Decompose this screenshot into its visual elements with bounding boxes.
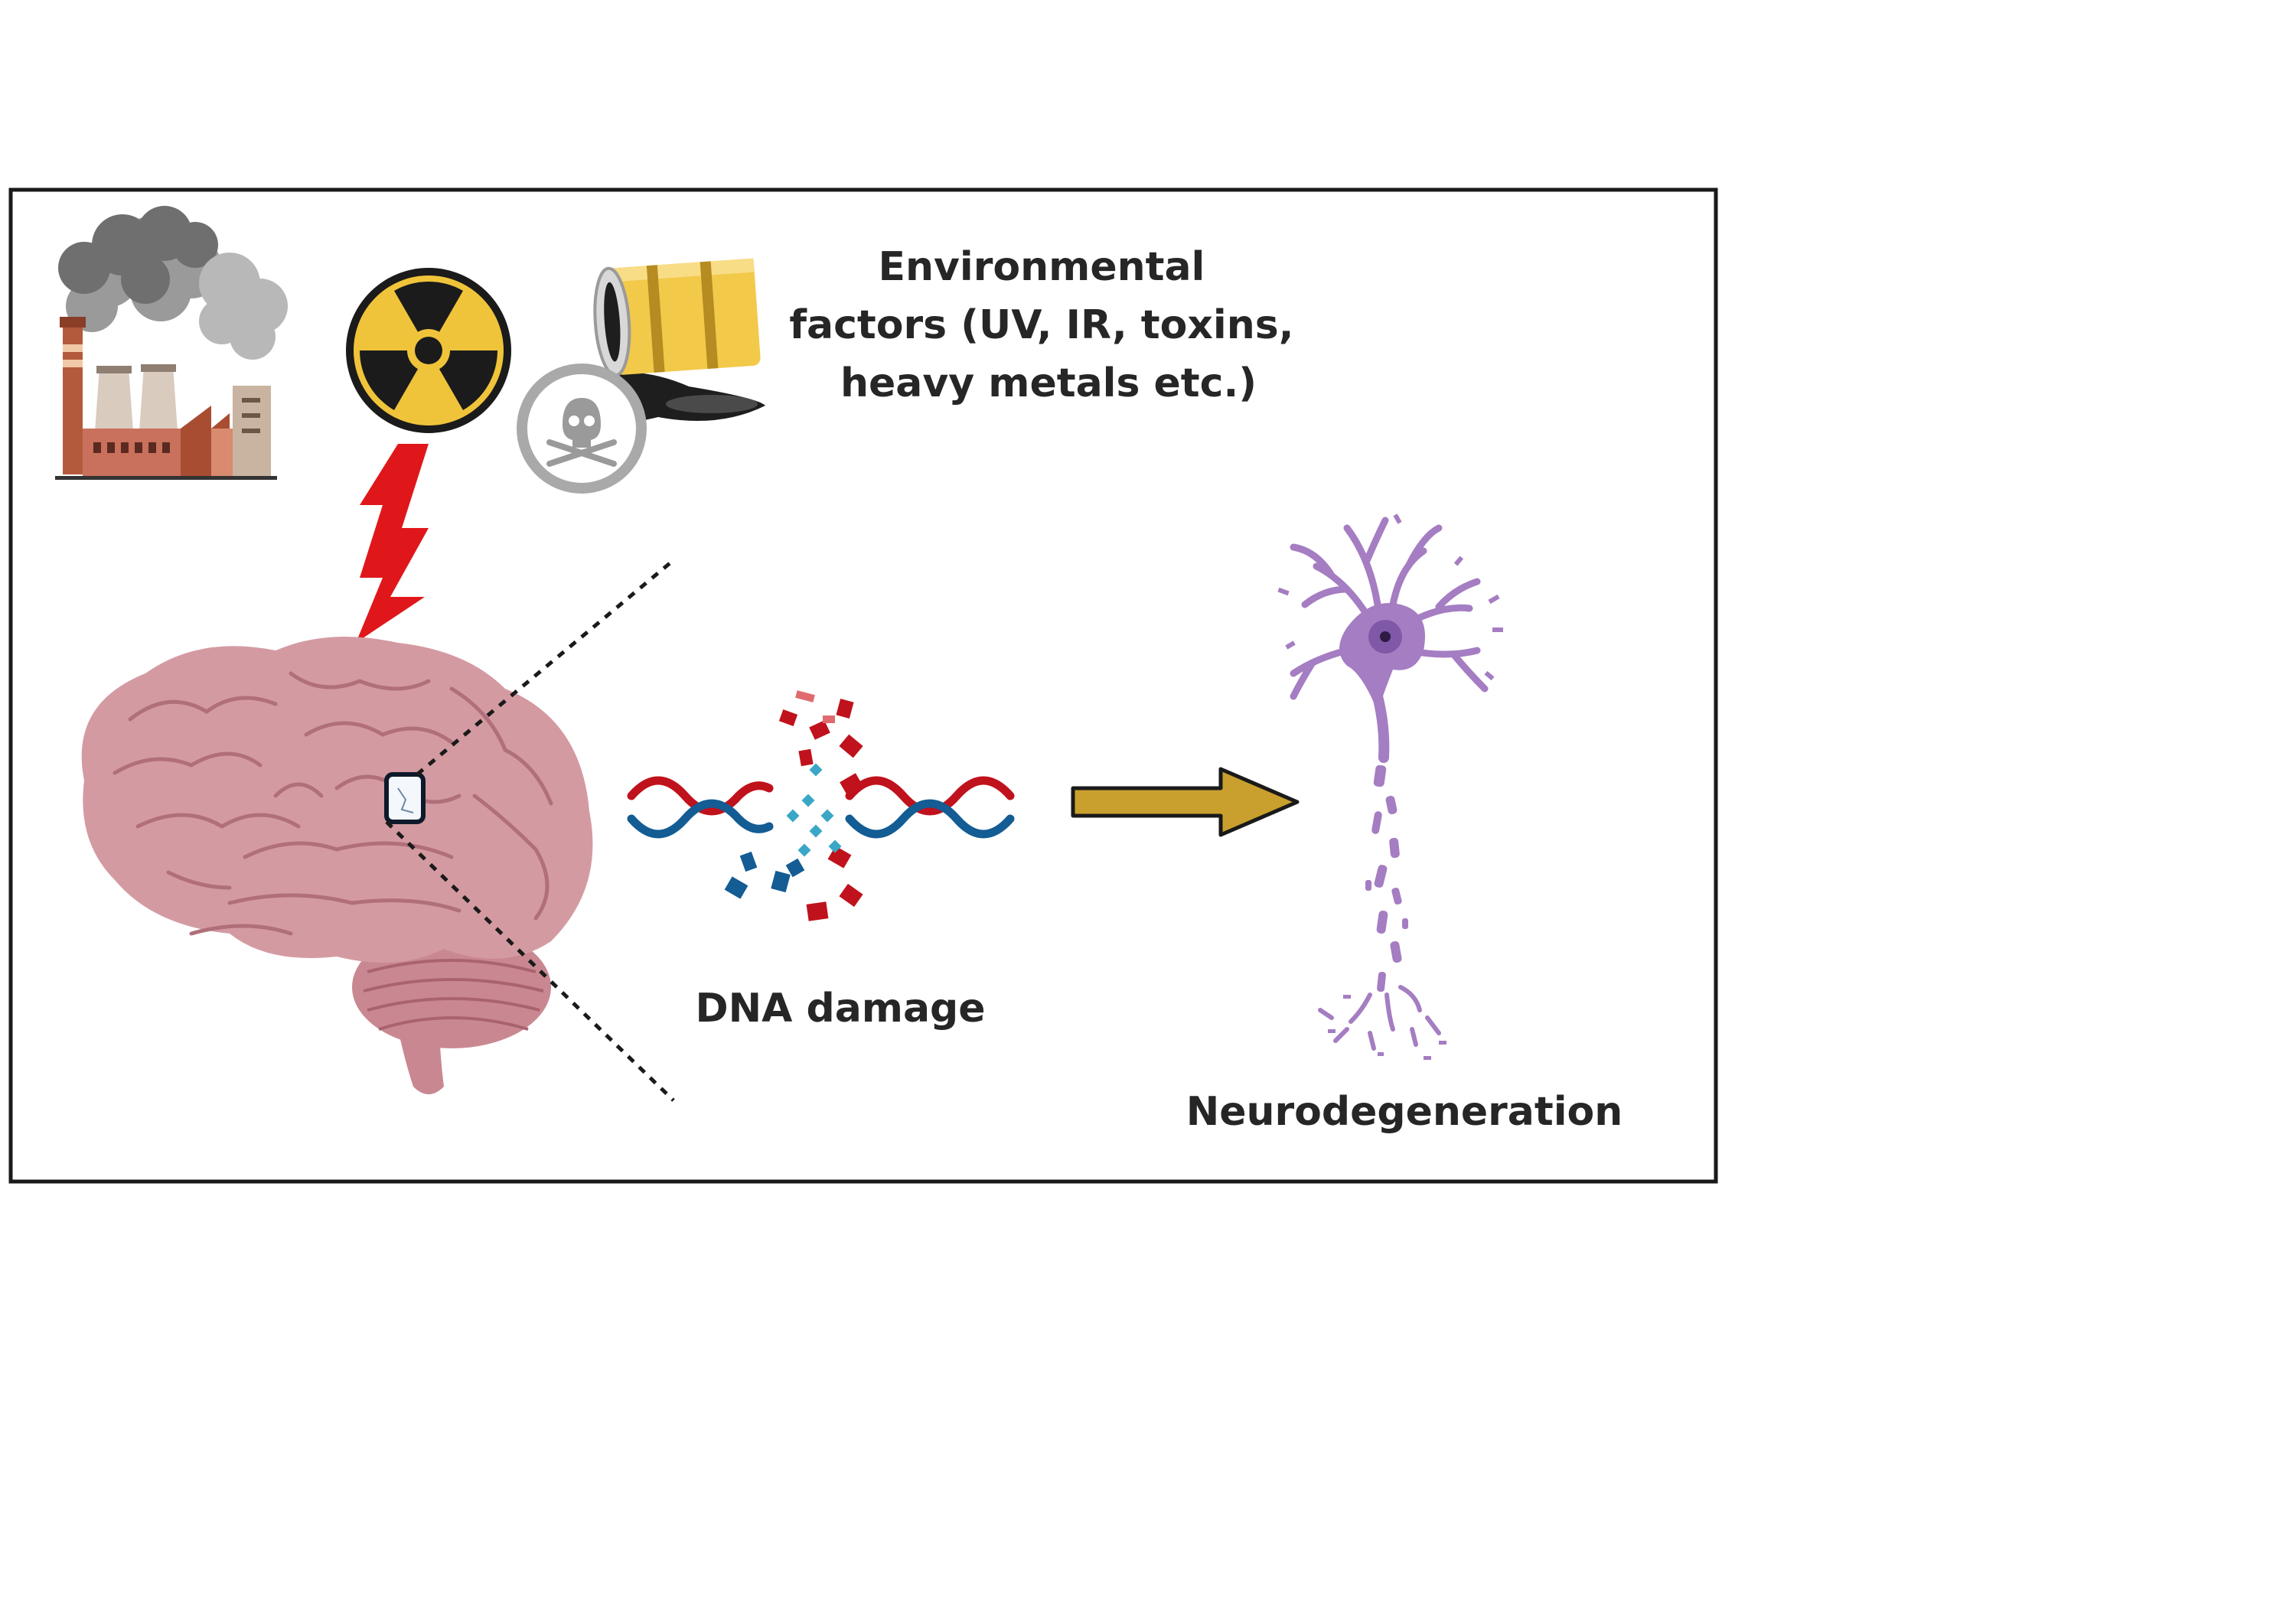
environmental-label-line-3: heavy metals etc.) (840, 360, 1257, 406)
human-brain-icon (81, 637, 593, 1094)
right-arrow-icon[interactable] (1071, 767, 1300, 837)
lightning-bolt-icon (356, 444, 429, 643)
dna-damage-label: DNA damage (695, 986, 985, 1032)
radiation-hazard-icon (346, 268, 511, 433)
degenerating-neuron-icon (1277, 513, 1503, 1060)
environmental-label-line-1: Environmental (878, 244, 1205, 290)
zoom-line-bottom (385, 820, 675, 1102)
environmental-factors-label: Environmental factors (UV, IR, toxins, h… (789, 244, 1307, 406)
environmental-label-line-2: factors (UV, IR, toxins, (789, 302, 1293, 348)
factory-pollution-icon (55, 206, 288, 480)
toxic-barrel-spill-icon (517, 258, 765, 494)
broken-dna-icon (627, 690, 1015, 921)
zoom-line-top (416, 559, 675, 776)
neurodegeneration-label: Neurodegeneration (1186, 1089, 1623, 1135)
